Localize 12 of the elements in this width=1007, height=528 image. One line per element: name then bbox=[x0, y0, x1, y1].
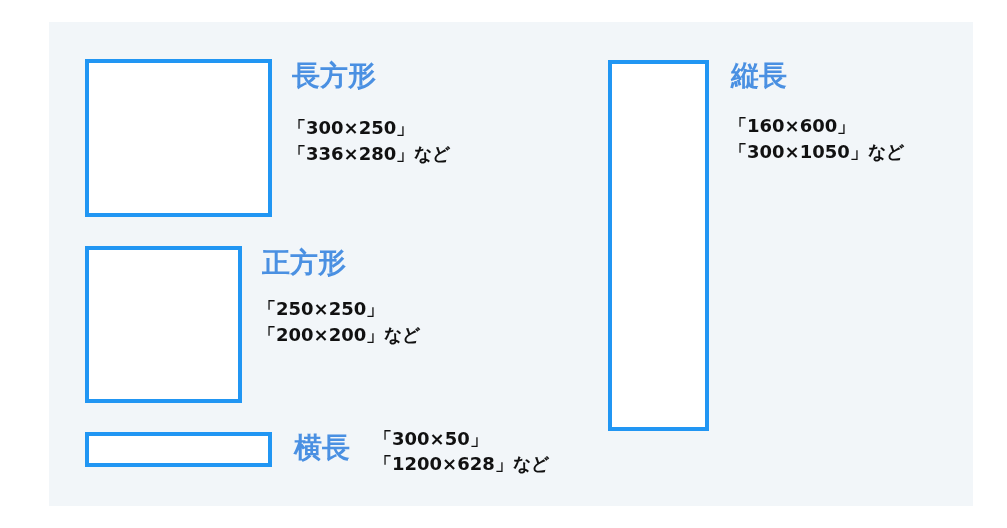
heading: 縦長 bbox=[731, 61, 787, 92]
size-label: 「1200×628」など bbox=[374, 453, 549, 475]
heading: 正方形 bbox=[262, 248, 346, 279]
size-label: 「200×200」など bbox=[258, 324, 421, 346]
size-label: 「300×1050」など bbox=[729, 141, 904, 163]
size-label: 「336×280」など bbox=[288, 143, 451, 165]
size-label: 「250×250」 bbox=[258, 298, 385, 320]
heading: 長方形 bbox=[292, 61, 376, 92]
heading: 横長 bbox=[294, 433, 350, 464]
size-label: 「300×50」 bbox=[374, 428, 488, 450]
size-label: 「300×250」 bbox=[288, 117, 415, 139]
size-label: 「160×600」 bbox=[729, 115, 856, 137]
